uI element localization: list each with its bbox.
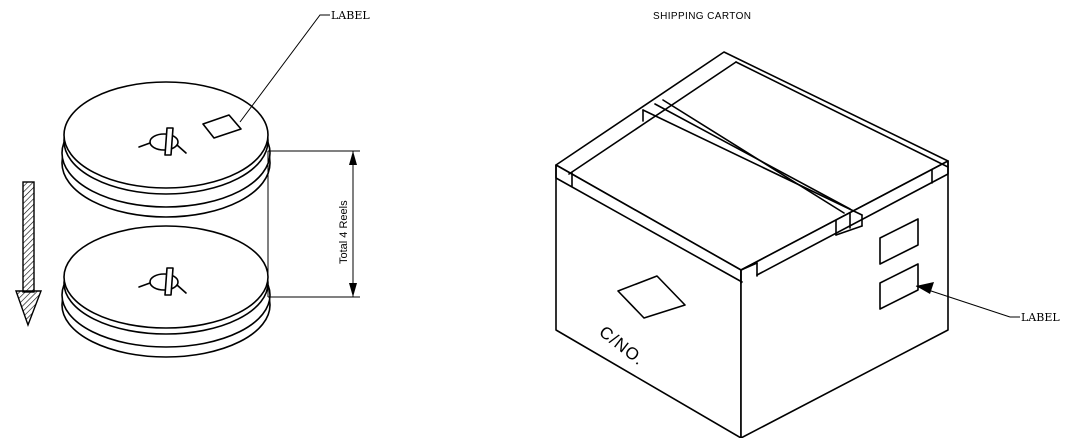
reel-label-square [202, 114, 242, 139]
shipping-carton: C/NO. LABEL [555, 51, 1060, 438]
carton-title: SHIPPING CARTON [653, 11, 751, 22]
reel-label-callout: LABEL [331, 9, 370, 22]
reel-hub-icon [138, 127, 187, 156]
reel-count-label: Total 4 Reels [338, 200, 350, 264]
reel-top [61, 81, 271, 218]
reel-hub-icon [138, 267, 187, 296]
carton-tape-band [642, 99, 863, 236]
reel-count-dimension: Total 4 Reels [267, 150, 360, 298]
stack-direction-arrow-icon [15, 181, 43, 328]
reel-stack: LABEL Total 4 Reels [15, 9, 370, 358]
carton-front-label [617, 275, 686, 319]
carton-tape-seam [555, 61, 949, 284]
reel-bottom [61, 225, 271, 358]
reel-label-leader [239, 14, 330, 123]
carton-side-label-upper [879, 218, 919, 265]
carton-side-label-lower [879, 263, 919, 310]
carton-label-callout: LABEL [1021, 311, 1060, 324]
